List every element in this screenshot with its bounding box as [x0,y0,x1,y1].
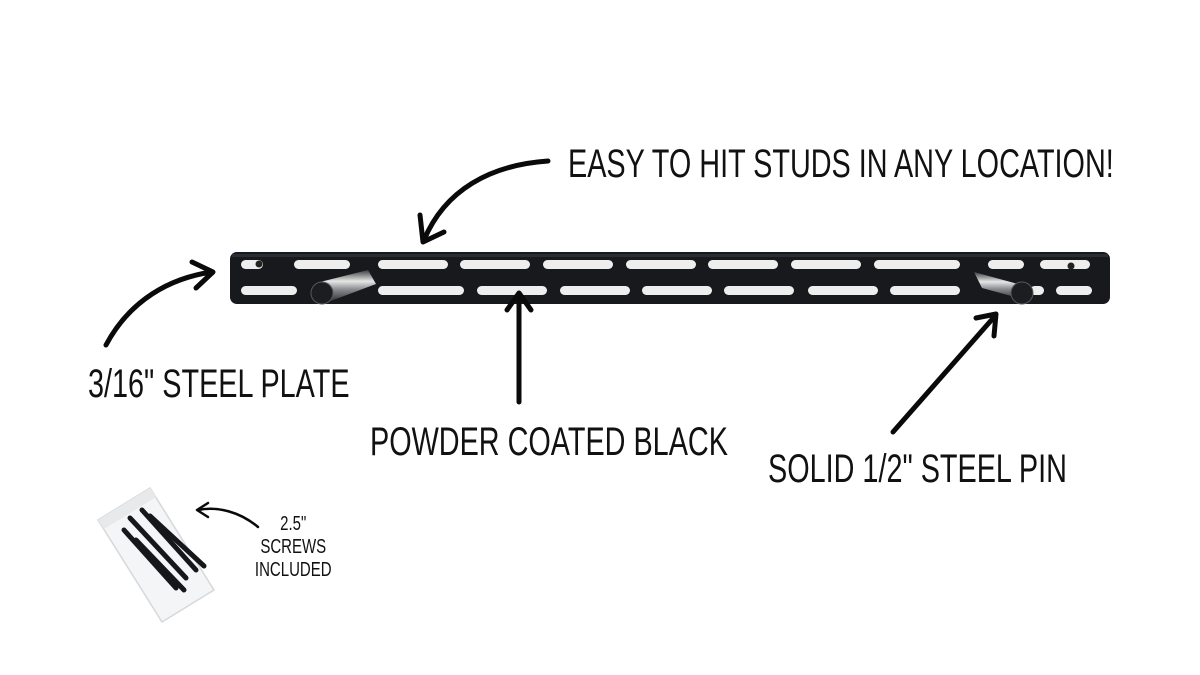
plate-screw-right [1067,262,1075,270]
bottom-slots [241,286,1092,295]
arrow-screws [195,501,260,529]
callout-screws: 2.5" SCREWS INCLUDED [252,513,335,582]
steel-pin-right [974,272,1034,305]
steel-plate [230,252,1110,304]
arrow-powder-coat [504,290,534,405]
screws-size: 2.5" [280,513,307,535]
callout-steel-plate: 3/16" STEEL PLATE [88,362,350,406]
screws-word: SCREWS [260,536,327,558]
top-slots [241,260,1090,269]
callout-steel-pin: SOLID 1/2" STEEL PIN [768,447,1067,491]
callout-easy-studs: EASY TO HIT STUDS IN ANY LOCATION! [568,142,1114,186]
plate-screw-left [255,260,263,268]
steel-pin-left [310,270,376,305]
arrow-steel-plate [103,259,216,348]
screws-included: INCLUDED [254,559,332,581]
callout-powder-coat: POWDER COATED BLACK [370,420,728,464]
arrow-easy-studs [417,158,551,245]
screw-bag [96,486,216,624]
screws-icon [121,507,207,593]
arrow-steel-pin [890,311,999,435]
